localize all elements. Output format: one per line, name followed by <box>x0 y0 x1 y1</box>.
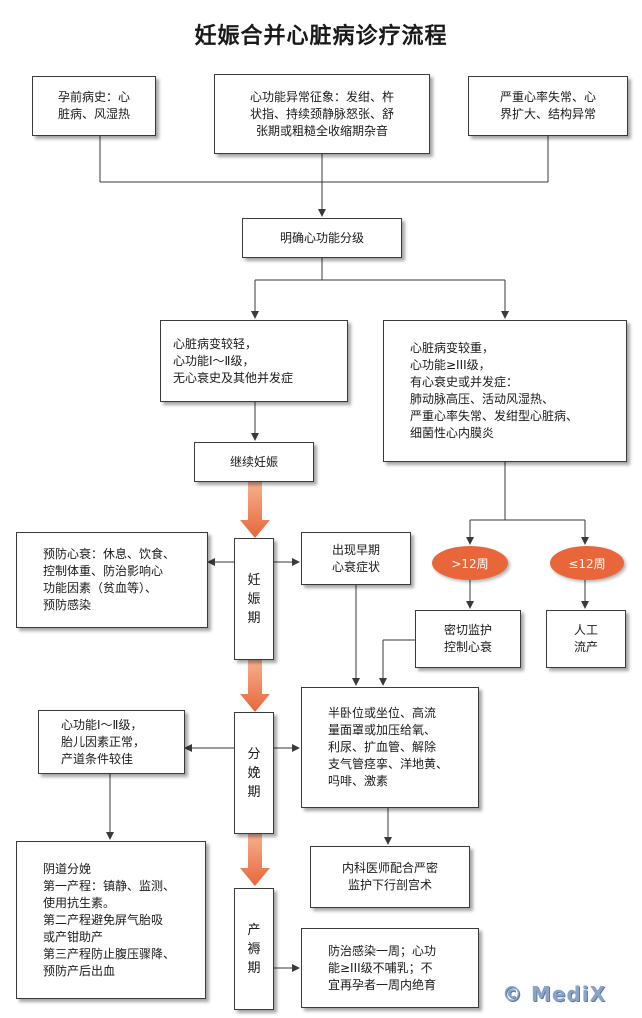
medix-watermark-logo: © MediX <box>502 982 607 1006</box>
severe-arrhythmia-box: 严重心率失常、心 界扩大、结构异常 <box>468 76 628 136</box>
under-12-weeks-oval: ≤12周 <box>550 546 624 580</box>
vaginal-delivery-box: 阴道分娩 第一产程：镇静、监测、 使用抗生素。 第二产程避免屏气胎吸 或产钳助产… <box>16 841 206 999</box>
delivery-condition-box: 心功能Ⅰ～Ⅱ级， 胎儿因素正常， 产道条件较佳 <box>38 710 185 774</box>
delivery-period-box: 分 娩 期 <box>234 712 274 834</box>
cesarean-section-box: 内科医师配合严密 监护下行剖宫术 <box>310 846 470 908</box>
prevent-heart-failure-text: 预防心衰：休息、饮食、 控制体重、防治影响心 功能因素（贫血等）、 预防感染 <box>43 547 176 612</box>
mild-lesion-box: 心脏病变较轻， 心功能Ⅰ～Ⅱ级， 无心衰史及其他并发症 <box>160 320 348 402</box>
puerperium-period-box: 产 褥 期 <box>234 888 274 1010</box>
over-12-weeks-oval: >12周 <box>432 546 508 580</box>
induced-abortion-box: 人工 流产 <box>546 610 626 668</box>
severe-lesion-box: 心脏病变较重， 心功能≥III级， 有心衰史或并发症： 肺动脉高压、活动风湿热、… <box>383 320 627 462</box>
pre-pregnancy-history-box: 孕前病史：心 脏病、风湿热 <box>32 76 156 136</box>
severe-lesion-text: 心脏病变较重， 心功能≥III级， 有心衰史或并发症： 肺动脉高压、活动风湿热、… <box>410 341 579 440</box>
classify-cardiac-function-box: 明确心功能分级 <box>242 218 402 258</box>
mild-lesion-text: 心脏病变较轻， 心功能Ⅰ～Ⅱ级， 无心衰史及其他并发症 <box>173 336 294 385</box>
vaginal-delivery-text: 阴道分娩 第一产程：镇静、监测、 使用抗生素。 第二产程避免屏气胎吸 或产钳助产… <box>43 861 176 978</box>
page-title: 妊娠合并心脏病诊疗流程 <box>194 23 448 49</box>
close-monitoring-box: 密切监护 控制心衰 <box>415 610 521 668</box>
postpartum-care-text: 防治感染一周；心功 能≥III级不哺乳；不 宜再孕者一周内绝育 <box>328 943 437 992</box>
orange-down-arrow <box>240 834 270 886</box>
orange-down-arrow <box>240 482 270 538</box>
early-heart-failure-box: 出现早期 心衰症状 <box>301 532 411 585</box>
prevent-heart-failure-box: 预防心衰：休息、饮食、 控制体重、防治影响心 功能因素（贫血等）、 预防感染 <box>16 532 208 628</box>
pregnancy-period-box: 妊 娠 期 <box>234 538 274 660</box>
heart-failure-treatment-text: 半卧位或坐位、高流 量面罩或加压给氧、 利尿、扩血管、解除 支气管痉挛、洋地黄、… <box>328 706 449 788</box>
abnormal-cardiac-signs-box: 心功能异常征象：发绀、杵 状指、持续颈静脉怒张、舒 张期或粗糙全收缩期杂音 <box>214 74 430 154</box>
heart-failure-treatment-box: 半卧位或坐位、高流 量面罩或加压给氧、 利尿、扩血管、解除 支气管痉挛、洋地黄、… <box>301 687 479 808</box>
orange-down-arrow <box>240 660 270 712</box>
delivery-condition-text: 心功能Ⅰ～Ⅱ级， 胎儿因素正常， 产道条件较佳 <box>61 717 146 766</box>
postpartum-care-box: 防治感染一周；心功 能≥III级不哺乳；不 宜再孕者一周内绝育 <box>301 928 479 1008</box>
continue-pregnancy-box: 继续妊娠 <box>194 442 314 482</box>
